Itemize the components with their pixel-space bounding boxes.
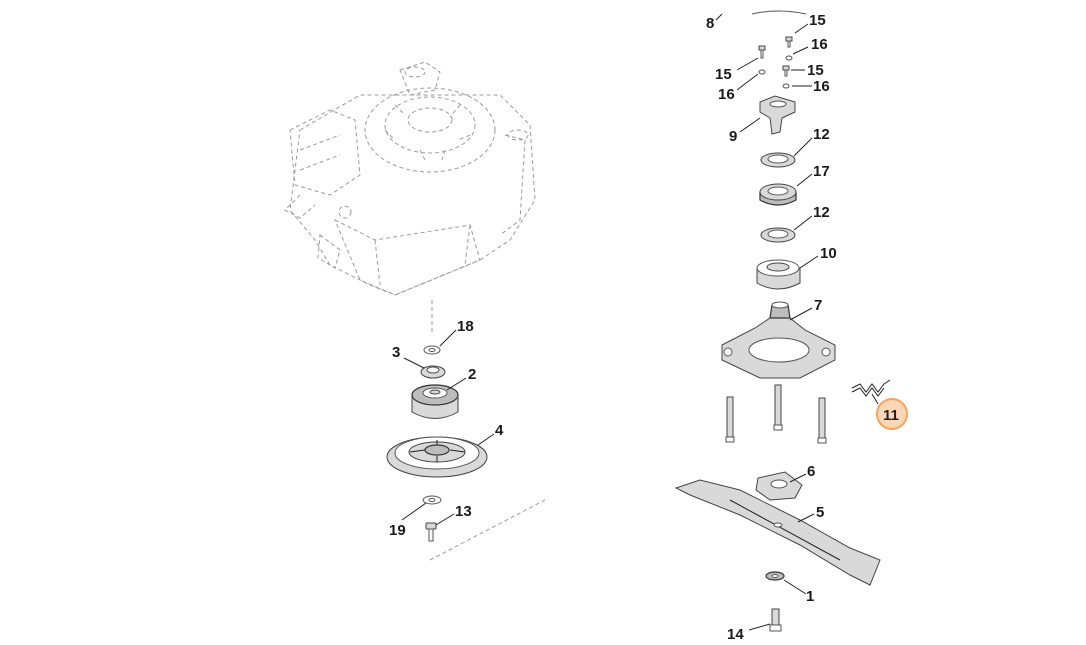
pulley-2 (411, 384, 459, 419)
spring-11 (851, 379, 891, 397)
label-3[interactable]: 3 (392, 344, 400, 361)
label-6[interactable]: 6 (807, 463, 815, 480)
blade-washer-1 (765, 571, 785, 581)
label-5[interactable]: 5 (816, 504, 824, 521)
label-1[interactable]: 1 (806, 588, 814, 605)
highlight-circle-11[interactable] (876, 398, 908, 430)
label-16c[interactable]: 16 (813, 78, 830, 95)
screw-15-right-top (785, 36, 793, 48)
hub-10 (756, 259, 801, 290)
seal-ring-12-bottom (760, 227, 796, 243)
leader-lines (401, 23, 879, 631)
washer-19 (422, 495, 442, 505)
part-labels: 8 15 16 15 15 16 16 9 12 17 12 10 7 11 6… (389, 12, 899, 643)
label-15c[interactable]: 15 (807, 62, 824, 79)
bolt-housing-left (725, 396, 735, 443)
label-12b[interactable]: 12 (813, 204, 830, 221)
part-8-edge (715, 10, 807, 21)
blade-bolt-14 (769, 608, 782, 632)
bolt-housing-mid (773, 384, 783, 431)
bearing-3 (420, 365, 446, 379)
label-2[interactable]: 2 (468, 366, 476, 383)
washer-16-left (758, 69, 766, 75)
bolt-housing-right (817, 397, 827, 444)
label-15a[interactable]: 15 (809, 12, 826, 29)
seal-ring-12-top (760, 152, 796, 168)
washer-18 (423, 345, 441, 355)
label-4[interactable]: 4 (495, 422, 504, 439)
pulley-wheel-4 (386, 436, 488, 478)
bracket-9 (759, 95, 796, 135)
label-19[interactable]: 19 (389, 522, 406, 539)
label-16a[interactable]: 16 (811, 36, 828, 53)
label-10[interactable]: 10 (820, 245, 837, 262)
screw-15-right-mid (782, 65, 790, 77)
blade-adapter-6 (755, 471, 803, 501)
screw-15-left (758, 45, 766, 59)
washer-16-right-top (785, 55, 793, 61)
bearing-17 (759, 183, 797, 206)
label-8[interactable]: 8 (706, 15, 714, 32)
label-18[interactable]: 18 (457, 318, 474, 335)
label-7[interactable]: 7 (814, 297, 822, 314)
washer-16-right-mid (782, 83, 790, 89)
label-13[interactable]: 13 (455, 503, 472, 520)
label-17[interactable]: 17 (813, 163, 830, 180)
housing-7 (721, 301, 836, 379)
label-16b[interactable]: 16 (718, 86, 735, 103)
label-11[interactable]: 11 (883, 407, 899, 424)
label-14[interactable]: 14 (727, 626, 744, 643)
engine-outline (284, 61, 546, 561)
bolt-13 (425, 522, 437, 542)
label-15b[interactable]: 15 (715, 66, 732, 83)
mower-blade-5 (674, 479, 881, 586)
label-12a[interactable]: 12 (813, 126, 830, 143)
label-9[interactable]: 9 (729, 128, 737, 145)
